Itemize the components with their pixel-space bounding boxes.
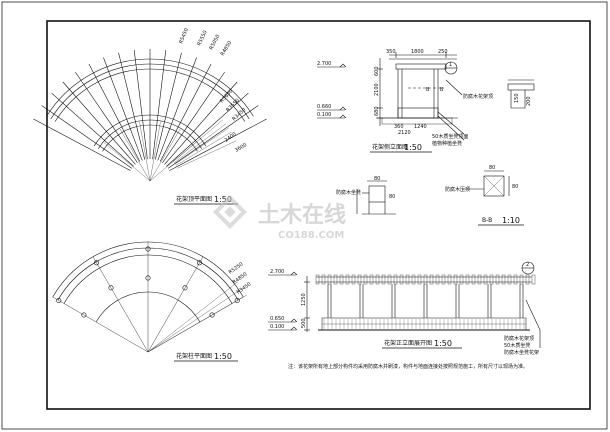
side-elevation-title: 花架侧立面图 (372, 143, 408, 151)
side-level-3: 0.100 (317, 112, 331, 118)
footnote: 注：该花架所有地上部分构件均采用防腐木并刷漆，构件与地面连接处按照规范施工，所有… (288, 363, 528, 370)
side-elevation (317, 52, 535, 141)
callout-1: 1 (449, 62, 452, 68)
side-level-2: 0.660 (317, 104, 331, 110)
plan-post-dimensions: R5250 R4850 R3450 (228, 261, 253, 295)
inner-frame (46, 20, 591, 410)
bench-detail-dim-2: 80 (389, 194, 395, 200)
section-mark-b-right: B (440, 87, 444, 93)
front-level-2: 0.650 (270, 316, 284, 322)
front-note-1: 防腐木花架顶 (504, 335, 534, 342)
side-dim-9: 2120 (398, 130, 411, 136)
side-elevation-labels: 2.700 0.660 0.100 350 1800 250 2100 680 … (317, 49, 532, 147)
plan-post-scale: 1:50 (214, 352, 232, 361)
bench-detail (356, 180, 396, 215)
front-elevation-scale: 1:50 (434, 339, 452, 348)
bench-detail-dim-1: 80 (374, 176, 380, 182)
front-elevation (268, 261, 541, 348)
side-dim-10: 150 (514, 93, 520, 103)
side-note-1: 防腐木花架顶 (463, 93, 493, 100)
side-dim-2: 1800 (411, 49, 424, 55)
plan-post-view (52, 241, 247, 353)
bench-detail-label: 防腐木坐凳 (336, 189, 361, 196)
side-level-1: 2.700 (317, 61, 331, 67)
section-bb-title: B-B (482, 217, 492, 224)
section-bb-dim-2: 80 (512, 184, 518, 190)
front-elevation-labels: 2.700 0.650 0.100 1250 500 防腐木花架顶 50木质坐凳… (270, 262, 539, 356)
plan-top-dim-2: R5550 (196, 30, 208, 47)
front-level-3: 0.100 (270, 324, 284, 330)
plan-top-title: 花架顶平面图 (176, 195, 212, 203)
side-dim-3: 250 (438, 49, 448, 55)
side-dim-7: 360 (394, 124, 404, 130)
plan-post-dim-3: R3450 (236, 281, 253, 295)
section-bb-scale: 1:10 (502, 216, 520, 225)
plan-top-dim-1: R5450 (178, 27, 190, 44)
callout-2: 2 (526, 262, 529, 268)
side-dim-4: 2100 (374, 83, 380, 96)
plan-post-title: 花架柱平面图 (176, 352, 212, 360)
side-dim-6: 600 (374, 66, 380, 76)
side-dim-11: 200 (526, 96, 532, 106)
side-dim-1: 350 (386, 49, 396, 55)
plan-top-dimensions: R5450 R5550 R5050 R4850 R3650 R3550 R345… (178, 27, 248, 153)
side-dim-8: 1240 (414, 124, 427, 130)
plan-top-scale: 1:50 (214, 195, 232, 204)
section-bb-detail (462, 170, 510, 197)
side-note-3: 植物种植坐凳 (432, 140, 462, 147)
front-note-2: 50木质坐凳 (504, 342, 530, 349)
plan-top-dim-8: 2400 (224, 131, 238, 143)
watermark-subtext: CO188.COM (278, 230, 344, 241)
plan-top-view (33, 49, 267, 182)
front-dim-2: 500 (301, 318, 307, 328)
front-level-1: 2.700 (270, 269, 284, 275)
watermark: 土木在线 CO188.COM (213, 195, 346, 241)
watermark-text: 土木在线 (258, 202, 346, 228)
front-dim-1: 1250 (301, 293, 307, 306)
front-note-3: 防腐木坐凳花架 (504, 349, 539, 356)
section-mark-b-left: B (426, 87, 430, 93)
side-dim-5: 680 (374, 106, 380, 116)
plan-top-dim-3: R5050 (208, 34, 221, 51)
front-elevation-title: 花架正立面展开图 (384, 339, 432, 347)
section-bb-label: 防腐木压顶 (445, 186, 470, 193)
side-note-2: 50木质坐凳顶面 (432, 133, 468, 140)
section-bb-dim-1: 80 (489, 165, 495, 171)
side-elevation-scale: 1:50 (404, 143, 422, 152)
plan-top-dim-9: 3600 (234, 142, 248, 154)
plan-top-dim-4: R4850 (220, 40, 234, 57)
